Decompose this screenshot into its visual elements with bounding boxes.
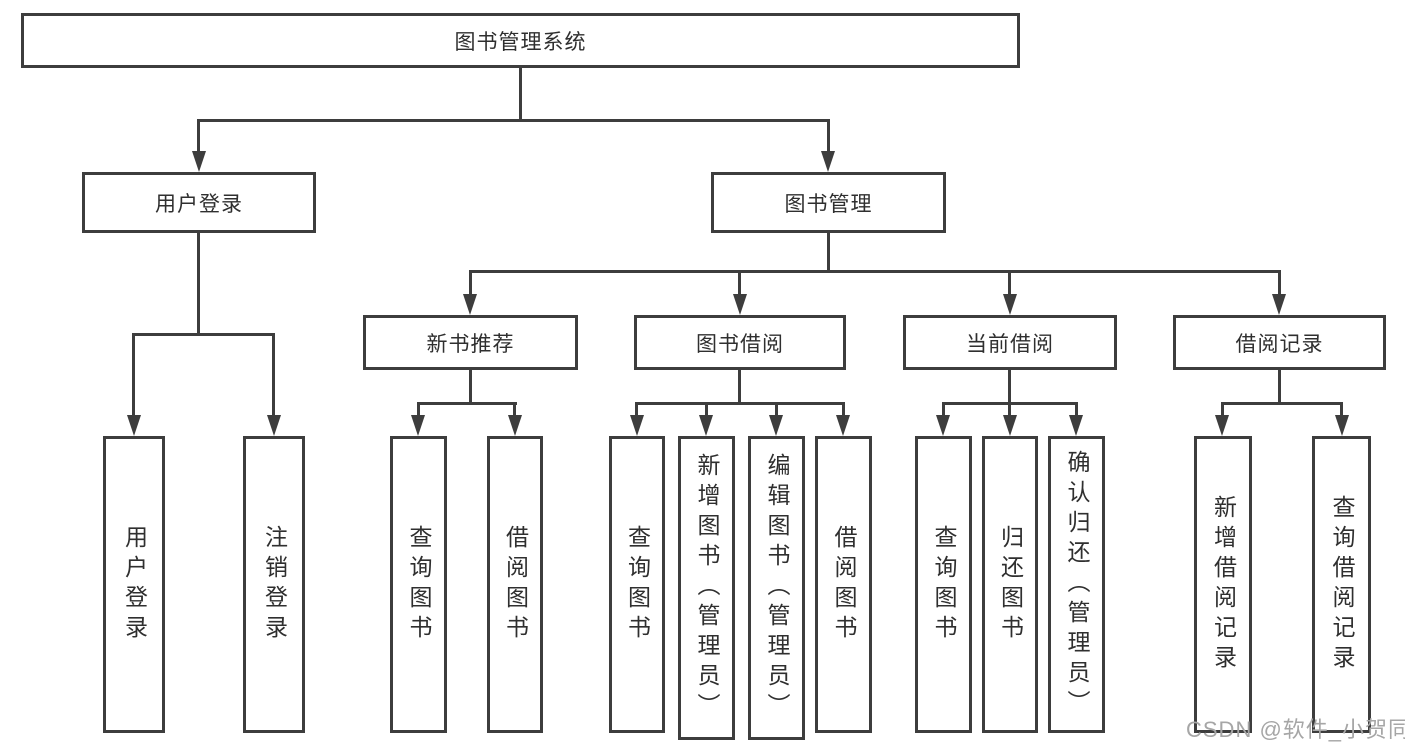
arrow-down-icon [1335,415,1349,436]
arrow-down-icon [411,415,425,436]
arrow-down-icon [936,415,950,436]
arrow-down-icon [1003,415,1017,436]
leaf-record-add-borrow-record: 新增借阅记录 [1194,436,1252,733]
arrow-down-icon [699,415,713,436]
leaf-borrow-query-book: 查询图书 [609,436,665,733]
connector-line [1008,368,1011,405]
connector-line [272,333,275,415]
arrow-down-icon [192,151,206,172]
arrow-down-icon [1003,294,1017,315]
connector-line [417,402,517,405]
connector-line [775,402,778,416]
connector-line [1008,402,1011,416]
leaf-borrow-add-book-admin: 新增图书（管理员） [678,436,735,740]
leaf-record-query-borrow-record: 查询借阅记录 [1312,436,1371,733]
arrow-down-icon [1215,415,1229,436]
connector-line [1340,402,1343,416]
arrow-down-icon [769,415,783,436]
arrow-down-icon [127,415,141,436]
connector-line [197,231,200,336]
arrow-down-icon [508,415,522,436]
arrow-down-icon [463,294,477,315]
connector-line [132,333,275,336]
connector-line [1278,368,1281,405]
connector-line [197,119,200,152]
leaf-current-query-book: 查询图书 [915,436,972,733]
connector-line [1221,402,1224,416]
connector-line [132,333,135,415]
connector-line [942,402,945,416]
node-book-borrow: 图书借阅 [634,315,846,370]
leaf-user-login: 用户登录 [103,436,165,733]
leaf-current-return-book: 归还图书 [982,436,1038,733]
leaf-newbook-borrow-book: 借阅图书 [487,436,543,733]
connector-line [469,368,472,405]
leaf-current-confirm-return-admin: 确认归还（管理员） [1048,436,1105,733]
connector-line [635,402,638,416]
connector-line [519,68,522,121]
connector-line [1221,402,1343,405]
arrow-down-icon [1069,415,1083,436]
arrow-down-icon [1272,294,1286,315]
arrow-down-icon [267,415,281,436]
connector-line [1075,402,1078,416]
connector-line [635,402,844,405]
connector-line [197,119,830,122]
connector-line [842,402,845,416]
connector-line [469,270,1281,273]
connector-line [417,402,420,416]
node-root-library-system: 图书管理系统 [21,13,1020,68]
arrow-down-icon [630,415,644,436]
connector-line [827,119,830,152]
leaf-borrow-borrow-book: 借阅图书 [815,436,872,733]
arrow-down-icon [836,415,850,436]
csdn-watermark: CSDN @软件_小贺同学 [1186,717,1405,742]
connector-line [469,270,472,294]
node-borrow-record: 借阅记录 [1173,315,1386,370]
node-new-book-recommend: 新书推荐 [363,315,578,370]
connector-line [1008,270,1011,294]
connector-line [827,231,830,273]
connector-line [705,402,708,416]
node-current-borrow: 当前借阅 [903,315,1117,370]
connector-line [738,270,741,294]
connector-line [1278,270,1281,294]
leaf-logout-login: 注销登录 [243,436,305,733]
leaf-borrow-edit-book-admin: 编辑图书（管理员） [748,436,805,740]
leaf-newbook-query-book: 查询图书 [390,436,447,733]
connector-line [513,402,516,416]
node-user-login: 用户登录 [82,172,316,233]
node-book-management: 图书管理 [711,172,946,233]
connector-line [738,368,741,405]
arrow-down-icon [821,151,835,172]
arrow-down-icon [733,294,747,315]
